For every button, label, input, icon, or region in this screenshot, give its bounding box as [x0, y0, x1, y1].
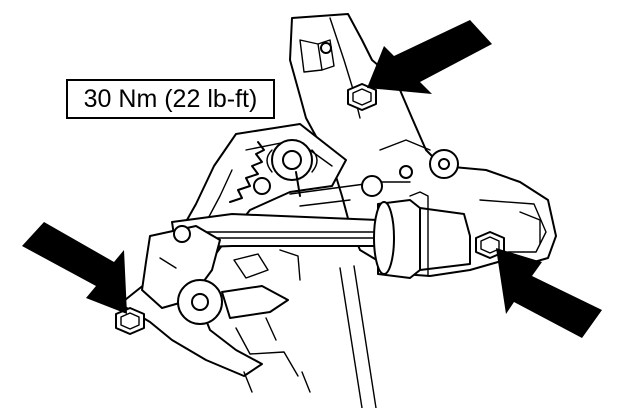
bolt-top — [347, 83, 377, 111]
bolt-left — [115, 307, 145, 335]
arrow-icon-right — [496, 248, 602, 338]
cylinder-sensor — [373, 149, 471, 279]
lower-lever — [141, 225, 377, 409]
arrow-icon-top — [367, 20, 492, 94]
arrow-icon-left — [22, 222, 127, 314]
torque-label: 30 Nm (22 lb-ft) — [66, 79, 275, 119]
pivot-spring — [253, 139, 318, 197]
